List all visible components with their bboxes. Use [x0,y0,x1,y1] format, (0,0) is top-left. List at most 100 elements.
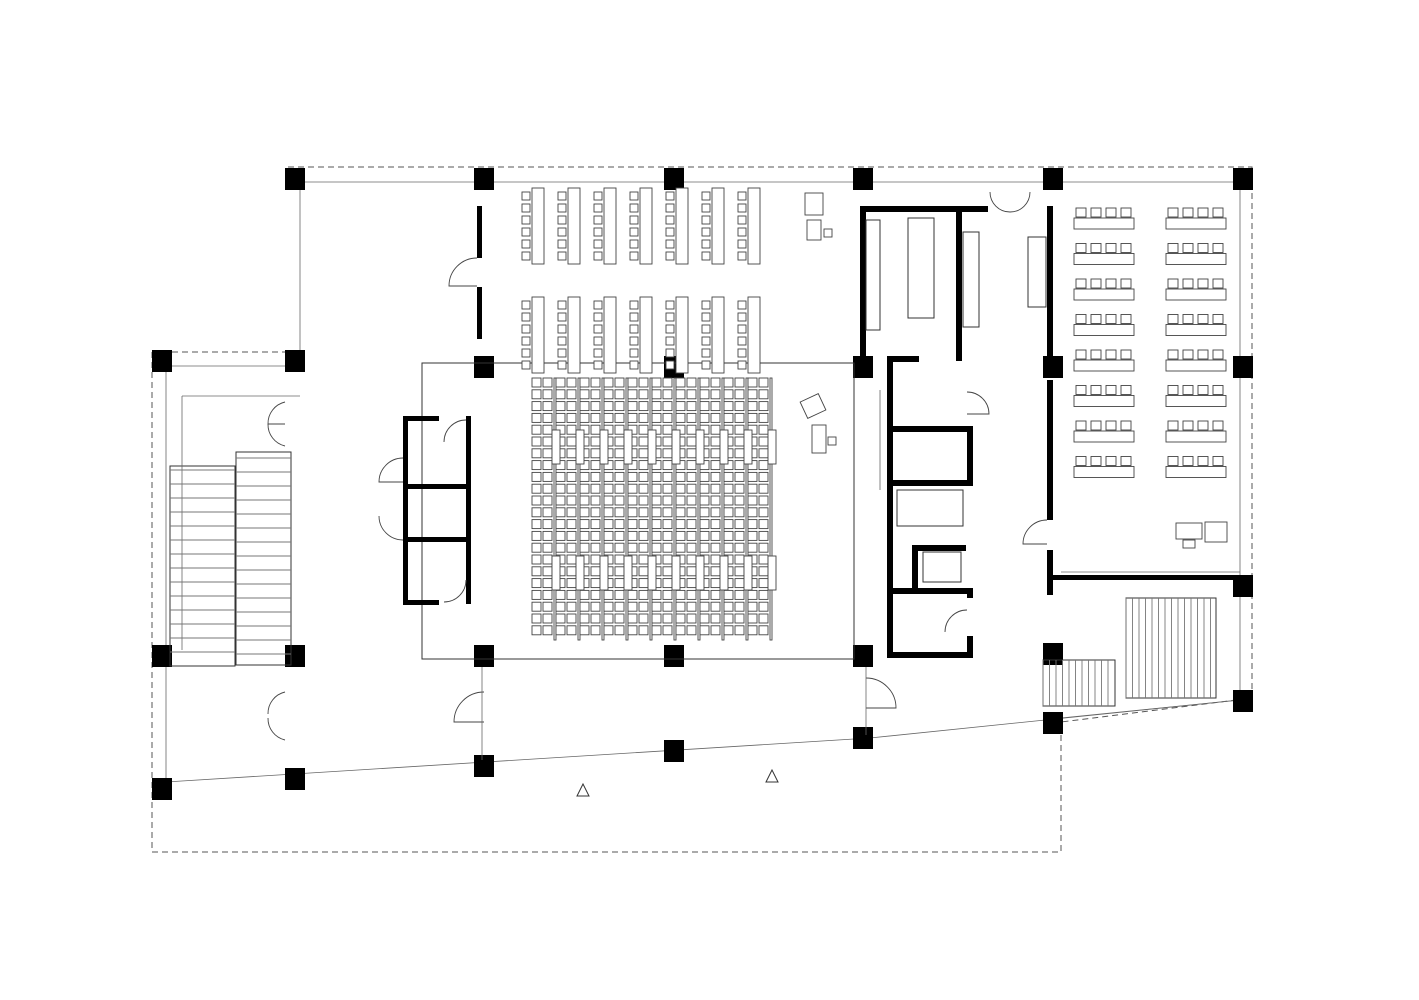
desk [1165,253,1227,265]
seat [629,191,639,201]
seat [1075,243,1087,253]
seat [1120,278,1132,289]
seat [593,239,603,249]
seat [638,601,649,612]
seat [614,530,625,541]
seat [542,401,553,412]
seat [590,436,601,447]
north-hall-seating [521,187,761,374]
seat [758,578,769,589]
entrance-marker [765,768,779,783]
seat [593,300,603,310]
seat [603,412,614,423]
seat [710,601,721,612]
seat [1212,420,1224,431]
seat [758,613,769,624]
seat [593,227,603,237]
seat [1075,349,1087,360]
seat [701,215,711,225]
seat [566,613,577,624]
seat [710,530,721,541]
seat [686,566,697,577]
seat [627,460,638,471]
seat [590,566,601,577]
seat [701,336,711,346]
seat [662,471,673,482]
seat [603,389,614,400]
seat [747,542,758,553]
seat [521,300,531,310]
seat [521,203,531,213]
seat [531,483,542,494]
seat [590,507,601,518]
seat [627,412,638,423]
seat [521,251,531,261]
seat [579,471,590,482]
seat [627,613,638,624]
seat [662,377,673,388]
seat [662,554,673,565]
seat [542,578,553,589]
seat [603,401,614,412]
seat [710,471,721,482]
seat [603,495,614,506]
seat [638,613,649,624]
seat [531,460,542,471]
entrance-foyer [453,667,897,760]
seat [747,507,758,518]
seat [686,613,697,624]
table [671,555,681,591]
seat [734,542,745,553]
seat [555,412,566,423]
seat [686,530,697,541]
seat [614,578,625,589]
seat [665,203,675,213]
seat [542,412,553,423]
seat [723,519,734,530]
seat [747,460,758,471]
seat [1090,243,1102,253]
seat [734,471,745,482]
seat [710,424,721,435]
desk [711,296,725,374]
seat [1105,207,1117,218]
seat [734,625,745,636]
seat [542,495,553,506]
seat [723,613,734,624]
outer-outline [151,166,1253,853]
seat [1120,385,1132,395]
seat [590,613,601,624]
seat [579,389,590,400]
seat [1167,349,1179,360]
seat [710,483,721,494]
seat [701,227,711,237]
seat [603,507,614,518]
seat [737,239,747,249]
seat [710,377,721,388]
seat [603,471,614,482]
seat [590,389,601,400]
seat [1105,278,1117,289]
seat [638,401,649,412]
seat [1167,456,1179,466]
seat [1105,385,1117,395]
seat [723,401,734,412]
seat [710,460,721,471]
seat [710,554,721,565]
seat [710,578,721,589]
seat [557,312,567,322]
seat [651,601,662,612]
seat [603,377,614,388]
seat [723,625,734,636]
seat [710,613,721,624]
seat [1090,207,1102,218]
seat [638,412,649,423]
desk [1073,359,1135,372]
seat [734,589,745,600]
seat [701,312,711,322]
desk [1165,466,1227,478]
desk [567,296,581,374]
seat [579,377,590,388]
seat [734,554,745,565]
seat [638,507,649,518]
